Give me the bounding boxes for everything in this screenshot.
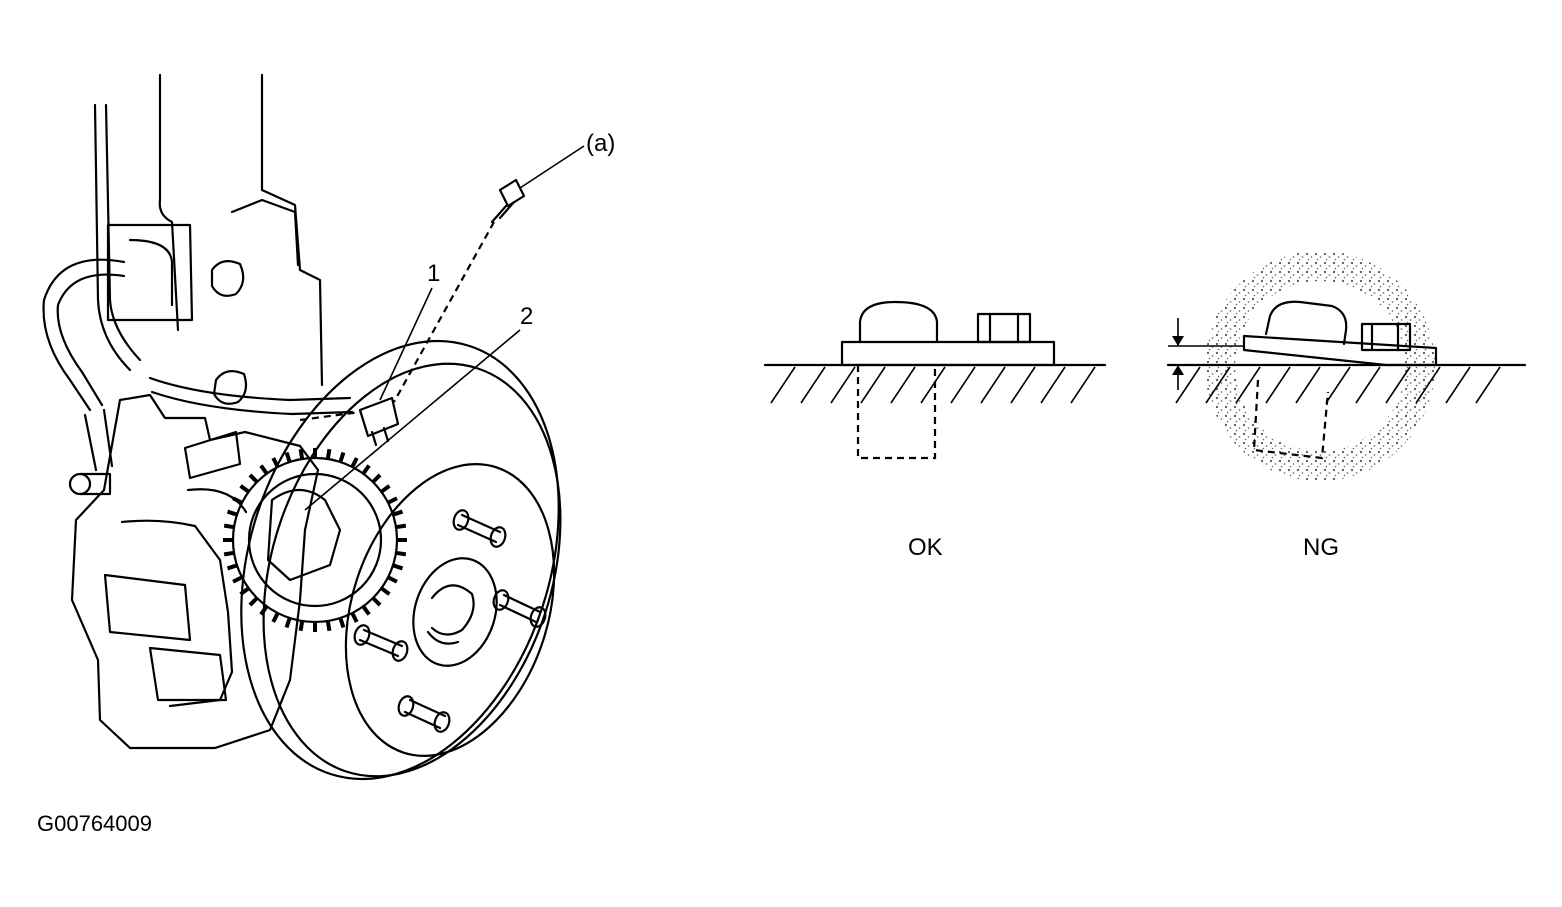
rotor-tooth [380,484,391,494]
rotor-tooth [239,484,250,494]
leader-line-part-2 [304,329,521,511]
rotor-tooth [232,575,243,584]
ground-hatch-line [1235,366,1261,404]
ground-hatch-line [1265,366,1291,404]
rotor-tooth [361,605,371,616]
ok-sensor-seated-drawing [763,300,1107,460]
rotor-tooth [284,617,292,629]
ng-sensor-tilted-drawing [1166,251,1527,481]
ground-hatch-line [1205,366,1231,404]
rotor-tooth [338,451,346,463]
rotor-tooth [361,464,371,475]
ground-hatch-line [1295,366,1321,404]
rotor-tooth [226,509,238,517]
rotor-tooth [387,496,398,505]
rotor-tooth [248,473,259,484]
ground-hatch-line [770,366,796,404]
ground-hatch-line [1415,366,1441,404]
knuckle-assembly-drawing [42,73,562,781]
rotor-tooth [223,550,235,557]
rotor-tooth [325,448,332,460]
ground-hatch-line [800,366,826,404]
sensor-rotor-teeth [223,448,407,632]
rotor-tooth [350,457,359,468]
rotor-tooth [223,523,235,530]
rotor-tooth [298,620,305,632]
ground-hatch-line [920,366,946,404]
ground-hatch-line [860,366,886,404]
ground-hatch-line [1175,366,1201,404]
rotor-tooth [371,596,382,607]
ground-hatch-line [1355,366,1381,404]
ng-state-label: NG [1303,534,1339,561]
ground-hatch-line [1070,366,1096,404]
rotor-tooth [271,612,280,623]
rotor-tooth [392,563,404,571]
rotor-tooth [248,596,259,607]
ground-hatch-line [830,366,856,404]
rotor-tooth [259,464,269,475]
callout-part-2-label: 2 [520,303,534,330]
ground-hatch-line [1040,366,1066,404]
rotor-tooth [325,620,332,632]
rotor-tooth [392,509,404,517]
rotor-tooth [395,523,407,530]
rotor-tooth [350,612,359,623]
ground-hatch-line [1010,366,1036,404]
rotor-tooth [298,448,305,460]
callout-bolt-label: (a) [586,130,616,157]
ground-hatch-line [1445,366,1471,404]
leader-line-bolt [519,145,585,189]
ground-hatch-line [1325,366,1351,404]
ground-hatch-line [980,366,1006,404]
rotor-tooth [284,451,292,463]
rotor-tooth [226,563,238,571]
ground-hatch-line [950,366,976,404]
rotor-tooth [338,617,346,629]
figure-code: G00764009 [37,811,152,836]
ground-hatch-line [1475,366,1501,404]
rotor-tooth [371,473,382,484]
ok-state-label: OK [908,534,943,561]
callout-part-1-label: 1 [427,260,441,287]
ground-hatch-line [890,366,916,404]
rotor-tooth [232,496,243,505]
rotor-tooth [387,575,398,584]
rotor-tooth [380,586,391,596]
ground-hatch-line [1385,366,1411,404]
leader-line-part-1 [379,287,433,401]
rotor-tooth [395,550,407,557]
